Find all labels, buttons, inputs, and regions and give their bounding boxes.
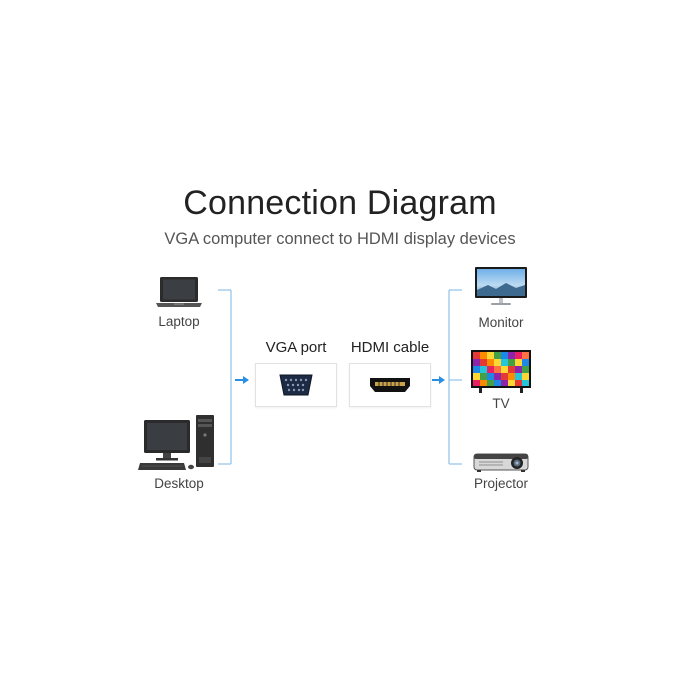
diagram-title: Connection Diagram [183,184,497,222]
tv-label: TV [492,396,510,411]
desktop-computer-icon [138,415,214,470]
laptop-icon [156,277,202,307]
monitor-label: Monitor [478,315,524,330]
desktop-label: Desktop [154,476,204,491]
tv-device [471,350,531,394]
projector-label: Projector [473,476,529,491]
arrow-right-icon [235,376,249,384]
diagram-subtitle: VGA computer connect to HDMI display dev… [164,230,516,248]
laptop-label: Laptop [158,314,200,329]
tv-icon [471,350,531,393]
desktop-device [138,415,218,471]
arrow-right-icon [432,376,445,384]
projector-icon [473,453,529,472]
monitor-icon [475,267,527,305]
monitor-device [474,266,528,306]
hdmi-port-card [349,363,431,407]
vga-port-label: VGA port [265,339,327,356]
vga-port-card [255,363,337,407]
projector-device [473,449,531,473]
vga-port-icon [279,374,313,396]
hdmi-cable-label: HDMI cable [350,339,430,356]
laptop-device [154,276,204,308]
hdmi-port-icon [370,378,410,392]
